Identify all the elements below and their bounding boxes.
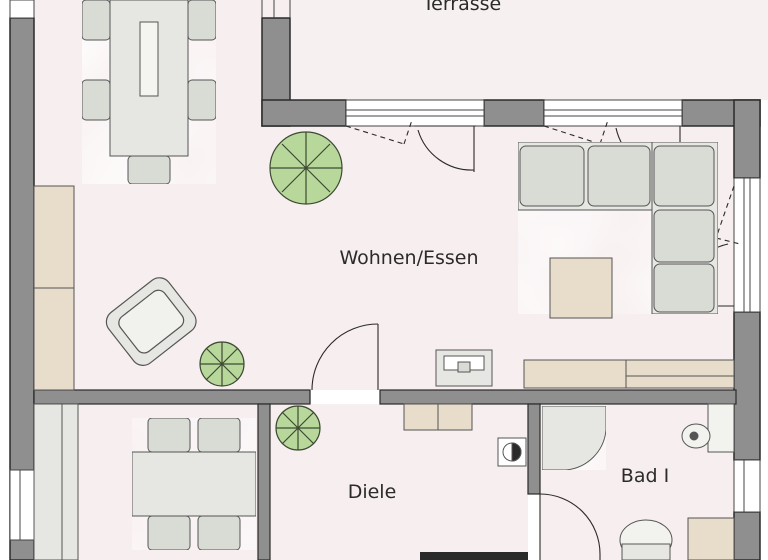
room-label-hall: Diele — [348, 481, 397, 503]
wall-living-south-b — [379, 389, 737, 405]
washbasin — [619, 519, 673, 560]
wall-terrace-south-a — [261, 99, 347, 127]
wall-east-mid — [733, 311, 761, 461]
window-icon — [9, 0, 761, 541]
dining-table-kitchen — [131, 417, 257, 551]
wall-living-south-a — [33, 389, 311, 405]
toilet — [681, 403, 735, 453]
dining-table-top — [81, 0, 217, 185]
wall-window-west-top — [9, 0, 35, 19]
bath-cabinet — [687, 517, 735, 560]
terrace-floor — [290, 0, 768, 100]
wall-hall-east — [527, 403, 541, 495]
tv-bench — [435, 349, 735, 389]
wall-terrace-south-b — [483, 99, 545, 127]
wall-east-bottom — [733, 511, 761, 560]
room-label-bath: Bad I — [621, 465, 669, 487]
room-label-living: Wohnen/Essen — [339, 247, 478, 269]
armchair — [105, 277, 197, 366]
plant-icon — [199, 131, 343, 451]
wall-east-top — [733, 99, 761, 179]
wall-kitchen-east — [257, 403, 271, 560]
shower — [541, 405, 607, 471]
sofa — [517, 141, 719, 315]
room-label-terrace: Terrasse — [422, 0, 502, 15]
wall-bottom-a — [420, 552, 528, 560]
sideboard-west — [33, 185, 79, 560]
hall-cabinet — [403, 403, 527, 467]
coffee-table — [549, 257, 613, 319]
